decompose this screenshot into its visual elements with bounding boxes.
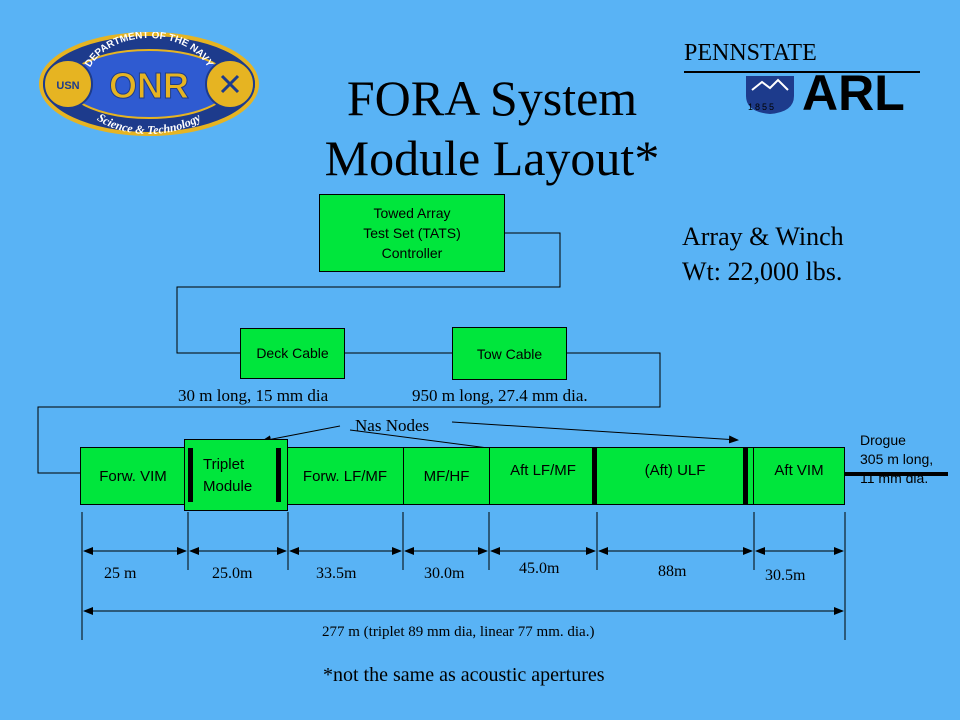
tats-line-1: Towed Array <box>373 205 451 221</box>
tats-line-2: Test Set (TATS) <box>363 225 461 241</box>
drogue-label: Drogue 305 m long, 11 mm dia. <box>860 431 933 488</box>
tats-line-3: Controller <box>381 245 443 261</box>
node-bar-2 <box>276 448 281 502</box>
node-arrow-3 <box>451 421 739 444</box>
onr-seal-icon: USN DEPARTMENT OF THE NAVY Science & Tec… <box>39 32 259 136</box>
psu-year: 1855 <box>748 102 777 112</box>
deck-cable-label: Deck Cable <box>256 344 329 361</box>
node-bar-1 <box>188 448 193 502</box>
triplet-line-1: Triplet <box>203 456 245 473</box>
triplet-line-2: Module <box>203 478 253 495</box>
psu-arl-logo: PENNSTATE 1855 ARL <box>684 40 924 121</box>
tow-cable-label: Tow Cable <box>476 345 543 362</box>
wordmark-rule <box>684 71 920 73</box>
usn-badge: USN <box>56 80 79 92</box>
module-mfhf: MF/HF <box>403 447 490 505</box>
tats-controller-box: Towed Array Test Set (TATS) Controller <box>319 194 505 272</box>
pennstate-wordmark: PENNSTATE <box>684 40 817 66</box>
dim-forw-vim: 25 m <box>104 565 137 582</box>
module-forw-lfmf: Forw. LF/MF <box>286 447 404 505</box>
node-bar-4 <box>743 448 748 504</box>
psu-shield-icon <box>746 76 794 114</box>
title-line-2: Module Layout* <box>324 130 660 186</box>
dim-aft-lfmf: 45.0m <box>519 560 560 577</box>
node-bar-3 <box>592 448 597 504</box>
drogue-line-3: 11 mm dia. <box>860 470 929 486</box>
dim-forw-lfmf: 33.5m <box>316 565 357 582</box>
drogue-line-1: Drogue <box>860 432 906 448</box>
onr-logo: USN DEPARTMENT OF THE NAVY Science & Tec… <box>38 32 260 136</box>
module-aft-ulf: (Aft) ULF <box>596 447 754 505</box>
node-arrow-1 <box>261 425 341 444</box>
footnote: *not the same as acoustic apertures <box>323 664 605 686</box>
tow-cable-box: Tow Cable <box>452 327 567 380</box>
module-forw-lfmf-label: Forw. LF/MF <box>302 467 388 485</box>
tow-cable-spec: 950 m long, 27.4 mm dia. <box>412 386 588 405</box>
dim-aft-vim: 30.5m <box>765 567 806 584</box>
nas-nodes-label: Nas Nodes <box>355 416 430 435</box>
module-triplet: Triplet Module <box>184 439 288 511</box>
dim-aft-ulf: 88m <box>658 563 687 580</box>
deck-cable-spec: 30 m long, 15 mm dia <box>178 386 329 405</box>
module-aft-vim: Aft VIM <box>753 447 845 505</box>
dim-triplet: 25.0m <box>212 565 253 582</box>
drogue-line-2: 305 m long, <box>860 451 934 467</box>
arl-wordmark: ARL <box>802 65 905 121</box>
weight-line-2: Wt: 22,000 lbs. <box>682 257 843 286</box>
total-length: 277 m (triplet 89 mm dia, linear 77 mm. … <box>322 624 595 640</box>
tats-to-deck-line <box>176 232 561 354</box>
weight-line-1: Array & Winch <box>682 222 844 251</box>
tow-to-array-line <box>37 352 661 474</box>
onr-center: ONR <box>109 65 189 106</box>
module-forw-vim-label: Forw. VIM <box>99 467 167 485</box>
module-aft-lfmf: Aft LF/MF <box>489 447 597 505</box>
module-mfhf-label: MF/HF <box>423 467 470 485</box>
module-aft-vim-label: Aft VIM <box>774 462 824 479</box>
deck-cable-box: Deck Cable <box>240 328 345 379</box>
dim-mfhf: 30.0m <box>424 565 465 582</box>
title-line-1: FORA System <box>346 70 638 126</box>
module-aft-ulf-label: (Aft) ULF <box>644 462 706 479</box>
module-forw-vim: Forw. VIM <box>80 447 186 505</box>
module-aft-lfmf-label: Aft LF/MF <box>510 462 576 479</box>
